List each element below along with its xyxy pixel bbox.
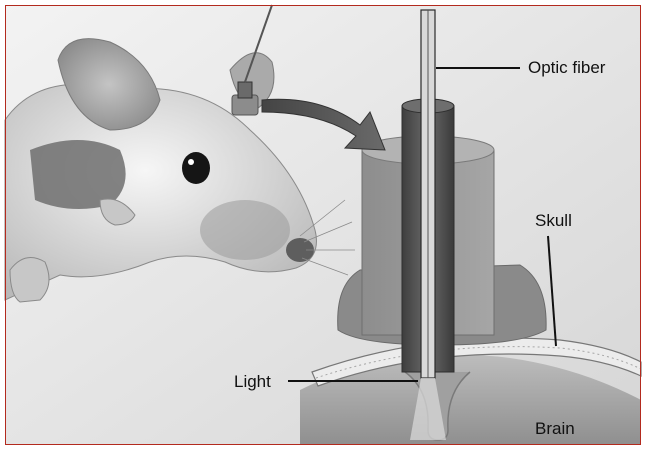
optic-fiber bbox=[421, 10, 435, 378]
optic-fiber-label: Optic fiber bbox=[528, 59, 605, 76]
light-label: Light bbox=[234, 373, 271, 390]
skull-label: Skull bbox=[535, 212, 572, 229]
brain-label: Brain bbox=[535, 420, 575, 437]
